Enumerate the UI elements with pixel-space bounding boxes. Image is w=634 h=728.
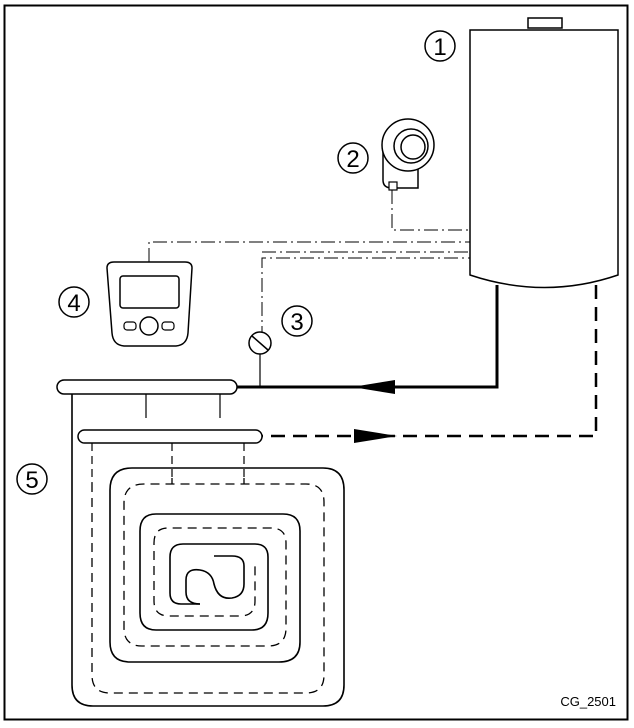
- boiler: [469, 17, 619, 289]
- return-pipe: [262, 285, 598, 443]
- boiler-flue: [527, 17, 563, 29]
- flow-arrow: [352, 380, 395, 394]
- callout-1-circle: [424, 30, 456, 62]
- control-unit: [106, 261, 193, 347]
- thermostat-valve: [248, 331, 272, 387]
- callout-5-circle: [16, 463, 48, 495]
- control-unit-button-right: [161, 321, 175, 331]
- room-sensor-core: [400, 134, 426, 160]
- return-arrow: [354, 429, 397, 443]
- control-unit-screen: [119, 275, 180, 309]
- underfloor-coil: [71, 394, 345, 707]
- callout-4-label: 4: [67, 290, 80, 317]
- figure-code: CG_2501: [560, 694, 616, 709]
- callout-2-label: 2: [346, 146, 359, 173]
- return-line: [262, 285, 598, 438]
- flow-manifold: [56, 379, 238, 395]
- wiring: [148, 190, 470, 340]
- callout-1: 1: [424, 30, 456, 62]
- frame-border: [3, 4, 629, 721]
- coil-supply-loop: [71, 394, 345, 707]
- coil-return-loop: [91, 483, 325, 694]
- coil-center-s: [185, 555, 245, 605]
- wire-room-sensor: [391, 190, 470, 231]
- callout-3-circle: [281, 305, 313, 337]
- callout-3: 3: [281, 305, 313, 337]
- wire-outdoor-sensor: [261, 257, 470, 340]
- flow-line: [233, 285, 499, 389]
- callout-2: 2: [337, 142, 369, 174]
- wire-control-unit: [148, 241, 470, 262]
- valve-slash: [251, 335, 269, 351]
- flow-pipe: [233, 285, 499, 394]
- callout-5-label: 5: [25, 467, 38, 494]
- return-manifold: [77, 429, 263, 444]
- callout-5: 5: [16, 463, 48, 495]
- room-sensor-stem: [388, 181, 398, 191]
- boiler-body: [469, 29, 619, 289]
- callout-4: 4: [58, 286, 90, 318]
- callout-4-circle: [58, 286, 90, 318]
- room-sensor: [381, 118, 435, 191]
- manifolds: [56, 379, 263, 483]
- control-unit-knob: [139, 316, 159, 336]
- callout-1-label: 1: [433, 34, 446, 61]
- callout-2-circle: [337, 142, 369, 174]
- control-unit-button-left: [123, 321, 137, 331]
- callout-3-label: 3: [290, 309, 303, 336]
